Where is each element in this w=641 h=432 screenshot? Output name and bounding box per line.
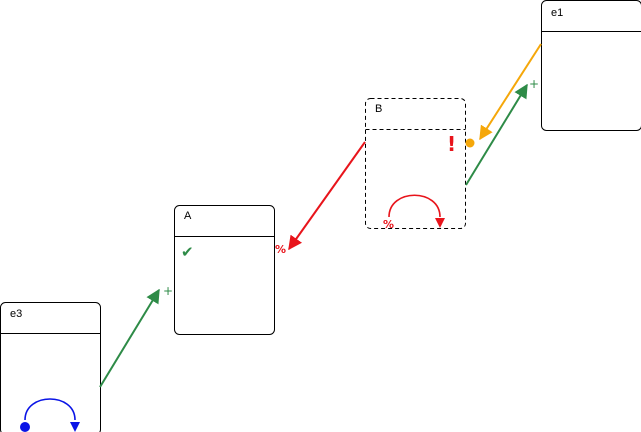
transition-plus-marker-e1: + [529, 77, 539, 91]
transition-plus-marker: + [163, 284, 173, 298]
transition-b-to-a-line [288, 141, 366, 251]
self-loop-start-percent: % [383, 218, 394, 231]
state-e3-box [0, 302, 101, 432]
transition-e1-to-b-line [479, 43, 542, 141]
transition-e1-to-b[interactable] [465, 43, 542, 148]
state-e1-box [541, 0, 641, 131]
state-a[interactable]: A ✔ [174, 205, 275, 335]
transition-e3-to-a[interactable]: + [99, 284, 173, 388]
transition-b-to-e1[interactable]: + [465, 77, 539, 186]
state-e1-title: e1 [551, 7, 563, 19]
state-e1[interactable]: e1 [541, 0, 641, 131]
check-icon: ✔ [181, 243, 194, 261]
self-loop-end-arrow [435, 218, 445, 228]
state-b-box [365, 98, 466, 229]
self-loop-end-arrow-blue [70, 422, 80, 432]
transition-b-to-a[interactable]: % [275, 141, 366, 256]
state-a-title: A [184, 210, 192, 222]
state-e3[interactable]: e3 [0, 302, 101, 432]
state-e3-self-loop [24, 398, 76, 421]
state-b-self-loop [388, 194, 441, 218]
transition-b-to-e1-line [465, 83, 528, 186]
state-e3-title: e3 [10, 308, 22, 320]
transition-percent-marker: % [275, 243, 286, 256]
self-loop-start-dot [20, 422, 30, 432]
error-marker: ! [447, 132, 456, 156]
transition-e3-to-a-line [99, 288, 160, 388]
state-b[interactable]: B ! % [365, 98, 466, 232]
state-b-title: B [375, 103, 382, 115]
state-a-box [174, 205, 275, 335]
transition-e1-to-b-dot [465, 138, 475, 148]
